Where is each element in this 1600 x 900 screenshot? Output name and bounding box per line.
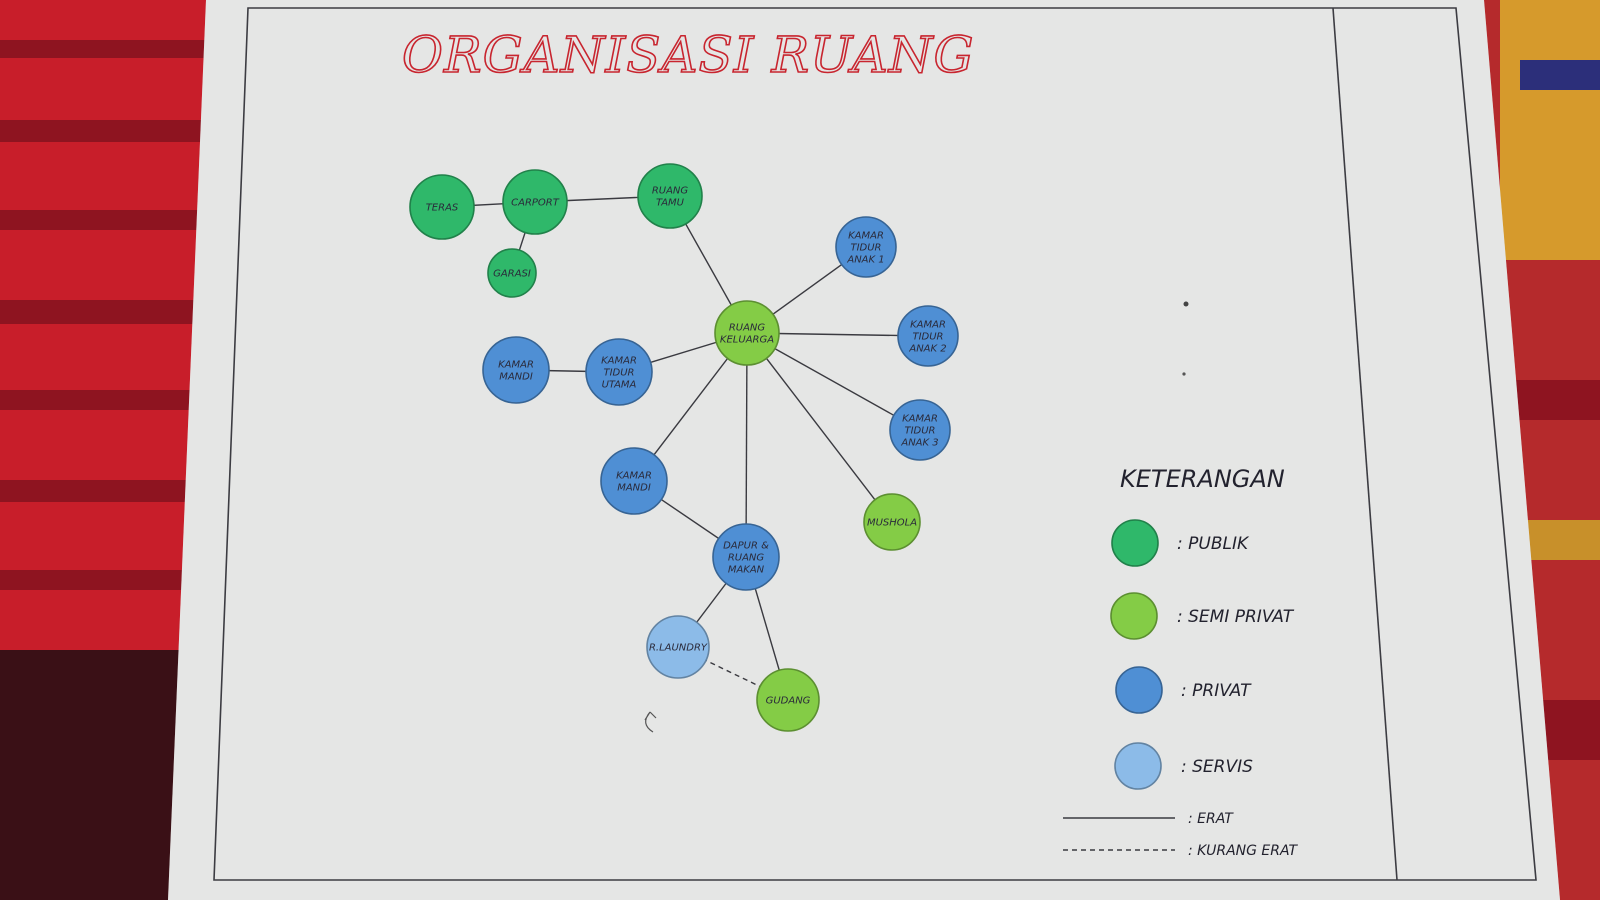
node-label: MANDI <box>617 483 651 494</box>
node-garasi: GARASI <box>488 249 536 297</box>
node-label: TIDUR <box>904 426 935 437</box>
node-label: MUSHOLA <box>867 518 917 529</box>
node-label: GUDANG <box>766 696 811 707</box>
node-label: KAMAR <box>601 356 637 367</box>
legend-title: KETERANGAN <box>1120 465 1285 493</box>
pencil-dot-mark <box>1182 372 1185 375</box>
paper-sheet-shade <box>168 0 1560 900</box>
node-label: ANAK 3 <box>900 438 938 449</box>
legend-label-servis: : SERVIS <box>1181 757 1253 777</box>
legend-label-semi-privat: : SEMI PRIVAT <box>1177 607 1295 627</box>
legend-line-label-solid: : ERAT <box>1188 811 1234 827</box>
node-label: KAMAR <box>616 471 652 482</box>
node-carport: CARPORT <box>503 170 567 234</box>
node-label: KAMAR <box>848 231 884 242</box>
legend-swatch-servis <box>1115 743 1161 789</box>
legend-label-publik: : PUBLIK <box>1177 534 1250 554</box>
node-label: R.LAUNDRY <box>649 643 708 654</box>
node-label: UTAMA <box>602 380 637 391</box>
legend-line-label-dashed: : KURANG ERAT <box>1188 843 1299 859</box>
node-label: ANAK 2 <box>908 344 946 355</box>
node-label: TAMU <box>656 198 685 209</box>
node-label: MAKAN <box>728 565 765 576</box>
legend-swatch-privat <box>1116 667 1162 713</box>
node-label: RUANG <box>729 323 766 334</box>
node-label: KAMAR <box>498 360 534 371</box>
node-label: TIDUR <box>603 368 634 379</box>
node-label: KELUARGA <box>720 335 774 346</box>
node-label: TIDUR <box>850 243 881 254</box>
node-label: RUANG <box>652 186 689 197</box>
node-r-laundry: R.LAUNDRY <box>647 616 709 678</box>
node-label: DAPUR & <box>723 541 769 552</box>
node-label: KAMAR <box>910 320 946 331</box>
node-label: MANDI <box>499 372 533 383</box>
node-mushola: MUSHOLA <box>864 494 920 550</box>
node-label: RUANG <box>728 553 765 564</box>
diagram-title: ORGANISASI RUANG <box>402 26 975 84</box>
node-label: ANAK 1 <box>846 255 884 266</box>
node-label: CARPORT <box>511 198 560 209</box>
node-label: GARASI <box>493 269 531 280</box>
legend-label-privat: : PRIVAT <box>1181 681 1252 701</box>
node-gudang: GUDANG <box>757 669 819 731</box>
node-label: TERAS <box>426 203 459 214</box>
node-teras: TERAS <box>410 175 474 239</box>
legend-swatch-semi-privat <box>1111 593 1157 639</box>
node-label: KAMAR <box>902 414 938 425</box>
legend-swatch-publik <box>1112 520 1158 566</box>
pencil-dot-mark <box>1184 302 1189 307</box>
node-label: TIDUR <box>912 332 943 343</box>
